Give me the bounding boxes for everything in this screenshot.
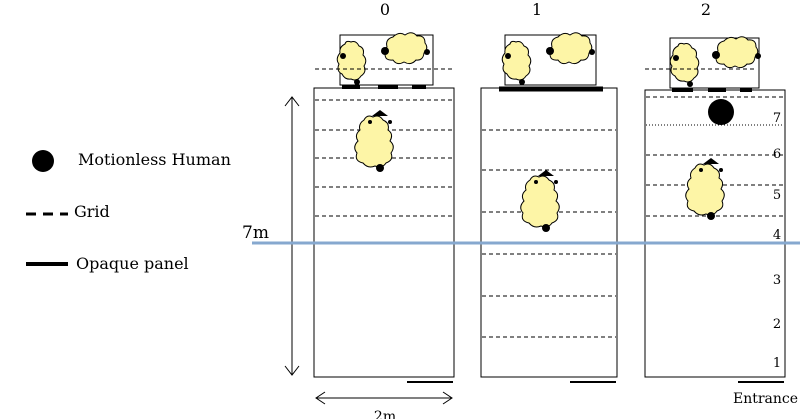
legend-human-icon [32, 150, 54, 172]
grid-lines [646, 96, 784, 217]
row-number-5: 5 [773, 188, 781, 203]
entrance-label: Entrance [733, 391, 798, 407]
column-0 [313, 32, 455, 383]
legend: Motionless Human Grid Opaque panel [26, 150, 231, 273]
column-2: 7 6 5 4 3 2 1 Entrance [644, 36, 798, 407]
row-number-7: 7 [773, 111, 781, 126]
pen-enclosure [480, 87, 618, 378]
row-number-2: 2 [773, 317, 781, 332]
column-label-0: 0 [380, 0, 390, 19]
height-label: 7m [242, 223, 269, 243]
width-dimension-arrow [315, 391, 453, 405]
sheep-icon [520, 169, 560, 233]
height-dimension-arrow [284, 96, 300, 376]
motionless-human-marker [708, 99, 734, 125]
grid-lines [315, 99, 453, 217]
row-number-1: 1 [773, 356, 781, 371]
legend-grid-label: Grid [74, 202, 110, 221]
row-number-3: 3 [773, 273, 781, 288]
sheep-icon [685, 157, 725, 221]
column-label-2: 2 [701, 0, 711, 19]
row-number-6: 6 [773, 147, 781, 162]
legend-opaque-panel-label: Opaque panel [76, 254, 189, 273]
column-label-1: 1 [532, 0, 542, 19]
sheep-icon [354, 109, 394, 173]
grid-lines [482, 129, 616, 338]
pen-enclosure [644, 89, 786, 378]
row-number-4: 4 [773, 228, 781, 243]
column-1 [480, 32, 618, 383]
legend-motionless-human-label: Motionless Human [78, 150, 231, 169]
width-label: 2m [374, 409, 396, 419]
